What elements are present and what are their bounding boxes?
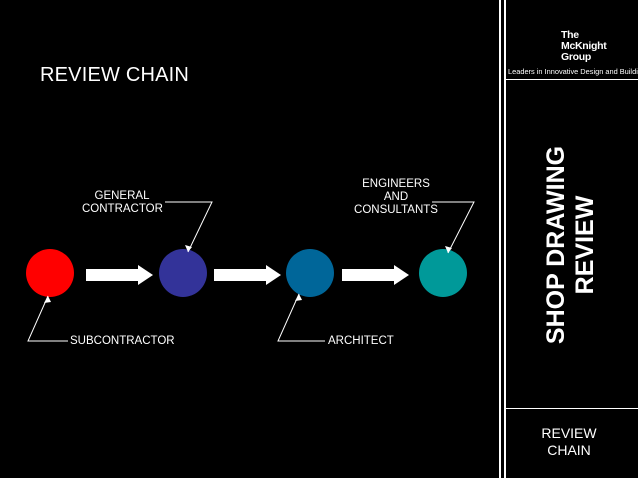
footer-line-1: REVIEW xyxy=(541,425,597,441)
subcontractor-callout-arrowhead xyxy=(44,296,51,303)
engineers-callout-arrowhead xyxy=(445,246,452,253)
architect-label: ARCHITECT xyxy=(328,335,394,347)
vertical-section-title: SHOP DRAWING REVIEW xyxy=(542,146,600,344)
general-contractor-node xyxy=(159,249,207,297)
general-contractor-callout-arrowhead xyxy=(185,245,192,252)
sidebar-divider-inner xyxy=(504,0,506,478)
engineers-callout-line xyxy=(432,201,475,254)
sidebar-footer-divider xyxy=(504,408,638,409)
company-tagline: Leaders in Innovative Design and Buildin… xyxy=(508,67,638,76)
general-contractor-callout-line xyxy=(165,201,213,253)
engineers-consultants-label: ENGINEERS AND CONSULTANTS xyxy=(350,178,442,217)
general-contractor-label: GENERAL CONTRACTOR xyxy=(82,190,163,216)
general-contractor-label-text: GENERAL CONTRACTOR xyxy=(82,190,163,215)
slide-title: REVIEW CHAIN xyxy=(40,64,190,86)
flow-arrow-3 xyxy=(342,265,409,285)
sidebar-header-divider xyxy=(504,79,638,80)
architect-callout-line xyxy=(277,293,325,342)
sidebar-divider-outer xyxy=(499,0,501,478)
subcontractor-node xyxy=(26,249,74,297)
architect-node xyxy=(286,249,334,297)
company-logo: The McKnight Group xyxy=(561,29,607,63)
vertical-title-line-1: SHOP DRAWING xyxy=(542,145,570,345)
logo-line-2: McKnight xyxy=(561,40,607,52)
logo-line-1: The xyxy=(561,29,579,41)
sidebar-footer-label: REVIEW CHAIN xyxy=(522,425,616,459)
engineers-consultants-label-text: ENGINEERS AND CONSULTANTS xyxy=(354,178,438,216)
subcontractor-label: SUBCONTRACTOR xyxy=(70,335,175,347)
logo-line-3: Group xyxy=(561,51,591,63)
architect-callout-arrowhead xyxy=(295,294,302,301)
flow-arrow-2 xyxy=(214,265,281,285)
engineers-consultants-node xyxy=(419,249,467,297)
flow-arrow-1 xyxy=(86,265,153,285)
footer-line-2: CHAIN xyxy=(547,442,591,458)
vertical-title-line-2: REVIEW xyxy=(571,195,599,295)
subcontractor-callout-line xyxy=(27,295,68,342)
